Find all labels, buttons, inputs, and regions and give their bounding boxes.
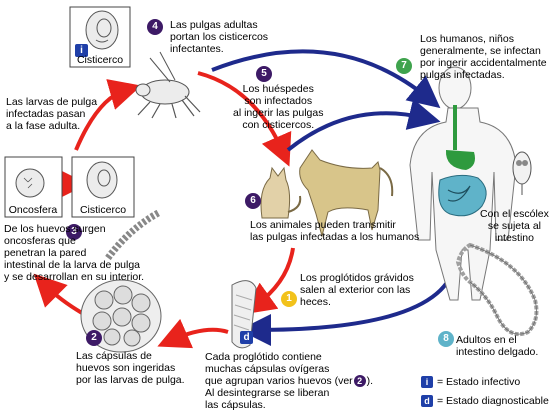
step-8-text: Adultos en el intestino delgado. (456, 334, 539, 358)
step-1-text: Los proglótidos grávidos salen al exteri… (300, 272, 414, 308)
arrow-dog-to-human (286, 98, 441, 152)
step-badge-7: 7 (396, 58, 412, 74)
tapeworm-illustration (455, 242, 539, 337)
larvae-note: Las larvas de pulga infectadas pasan a l… (6, 96, 98, 132)
arrow-larvae-to-flea (74, 79, 142, 151)
step-4-text: Las pulgas adultas portan los cisticerco… (170, 19, 269, 55)
proglottid-note-end: ). Al desintegrarse se liberan las cápsu… (205, 375, 374, 412)
step-badge-8: 8 (438, 331, 454, 347)
flea-larva-illustration (105, 208, 162, 261)
proglottid-note-text: Cada proglótido contiene muchas cápsulas… (205, 351, 353, 387)
human-body-illustration (409, 66, 517, 301)
step-6-text: Los animales pueden transmitir las pulga… (250, 219, 420, 243)
scolex-illustration (512, 151, 532, 195)
arrow-capsule-to-larva (33, 273, 84, 315)
step-badge-4: 4 (147, 19, 163, 35)
legend-infective-symbol: i (421, 376, 433, 388)
oncosfera-label: Oncosfera (8, 204, 58, 216)
dog-illustration (299, 149, 394, 238)
scolex-note: Con el escólex se sujeta al intestino (480, 208, 549, 244)
step-badge-2: 2 (86, 330, 102, 346)
diagnostic-marker: d (240, 331, 253, 344)
step-2-text: Las cápsulas de huevos son ingeridas por… (76, 350, 185, 386)
step-7-text: Los humanos, niños generalmente, se infe… (420, 33, 547, 81)
infective-marker: i (75, 44, 88, 57)
arrow-proglottid-to-capsule (157, 318, 229, 349)
arrow-animals-to-proglottid (243, 247, 295, 315)
cisticerco-label-top: Cisticerco (76, 54, 124, 66)
proglottid-note: Cada proglótido contiene muchas cápsulas… (205, 351, 373, 411)
legend-diagnostic-text: = Estado diagnosticable (437, 395, 549, 407)
cat-illustration (260, 166, 302, 219)
flea-illustration (135, 51, 201, 119)
proglottid-note-ref-badge: 2 (353, 375, 366, 388)
step-5-text: Los huéspedes son infectados al ingerir … (233, 83, 324, 131)
step-badge-5: 5 (256, 66, 272, 82)
legend-infective-text: = Estado infectivo (437, 376, 521, 388)
step-badge-3: 3 (66, 224, 82, 240)
legend-diagnostic-symbol: d (421, 395, 433, 407)
cisticerco-label-left: Cisticerco (79, 204, 127, 216)
arrow-flea-to-host (197, 71, 292, 167)
step-badge-1: 1 (281, 291, 297, 307)
arrow-flea-to-human (211, 49, 441, 109)
step-badge-6: 6 (245, 193, 261, 209)
step-3-text: De los huevos surgen oncosferas que pene… (4, 223, 145, 283)
